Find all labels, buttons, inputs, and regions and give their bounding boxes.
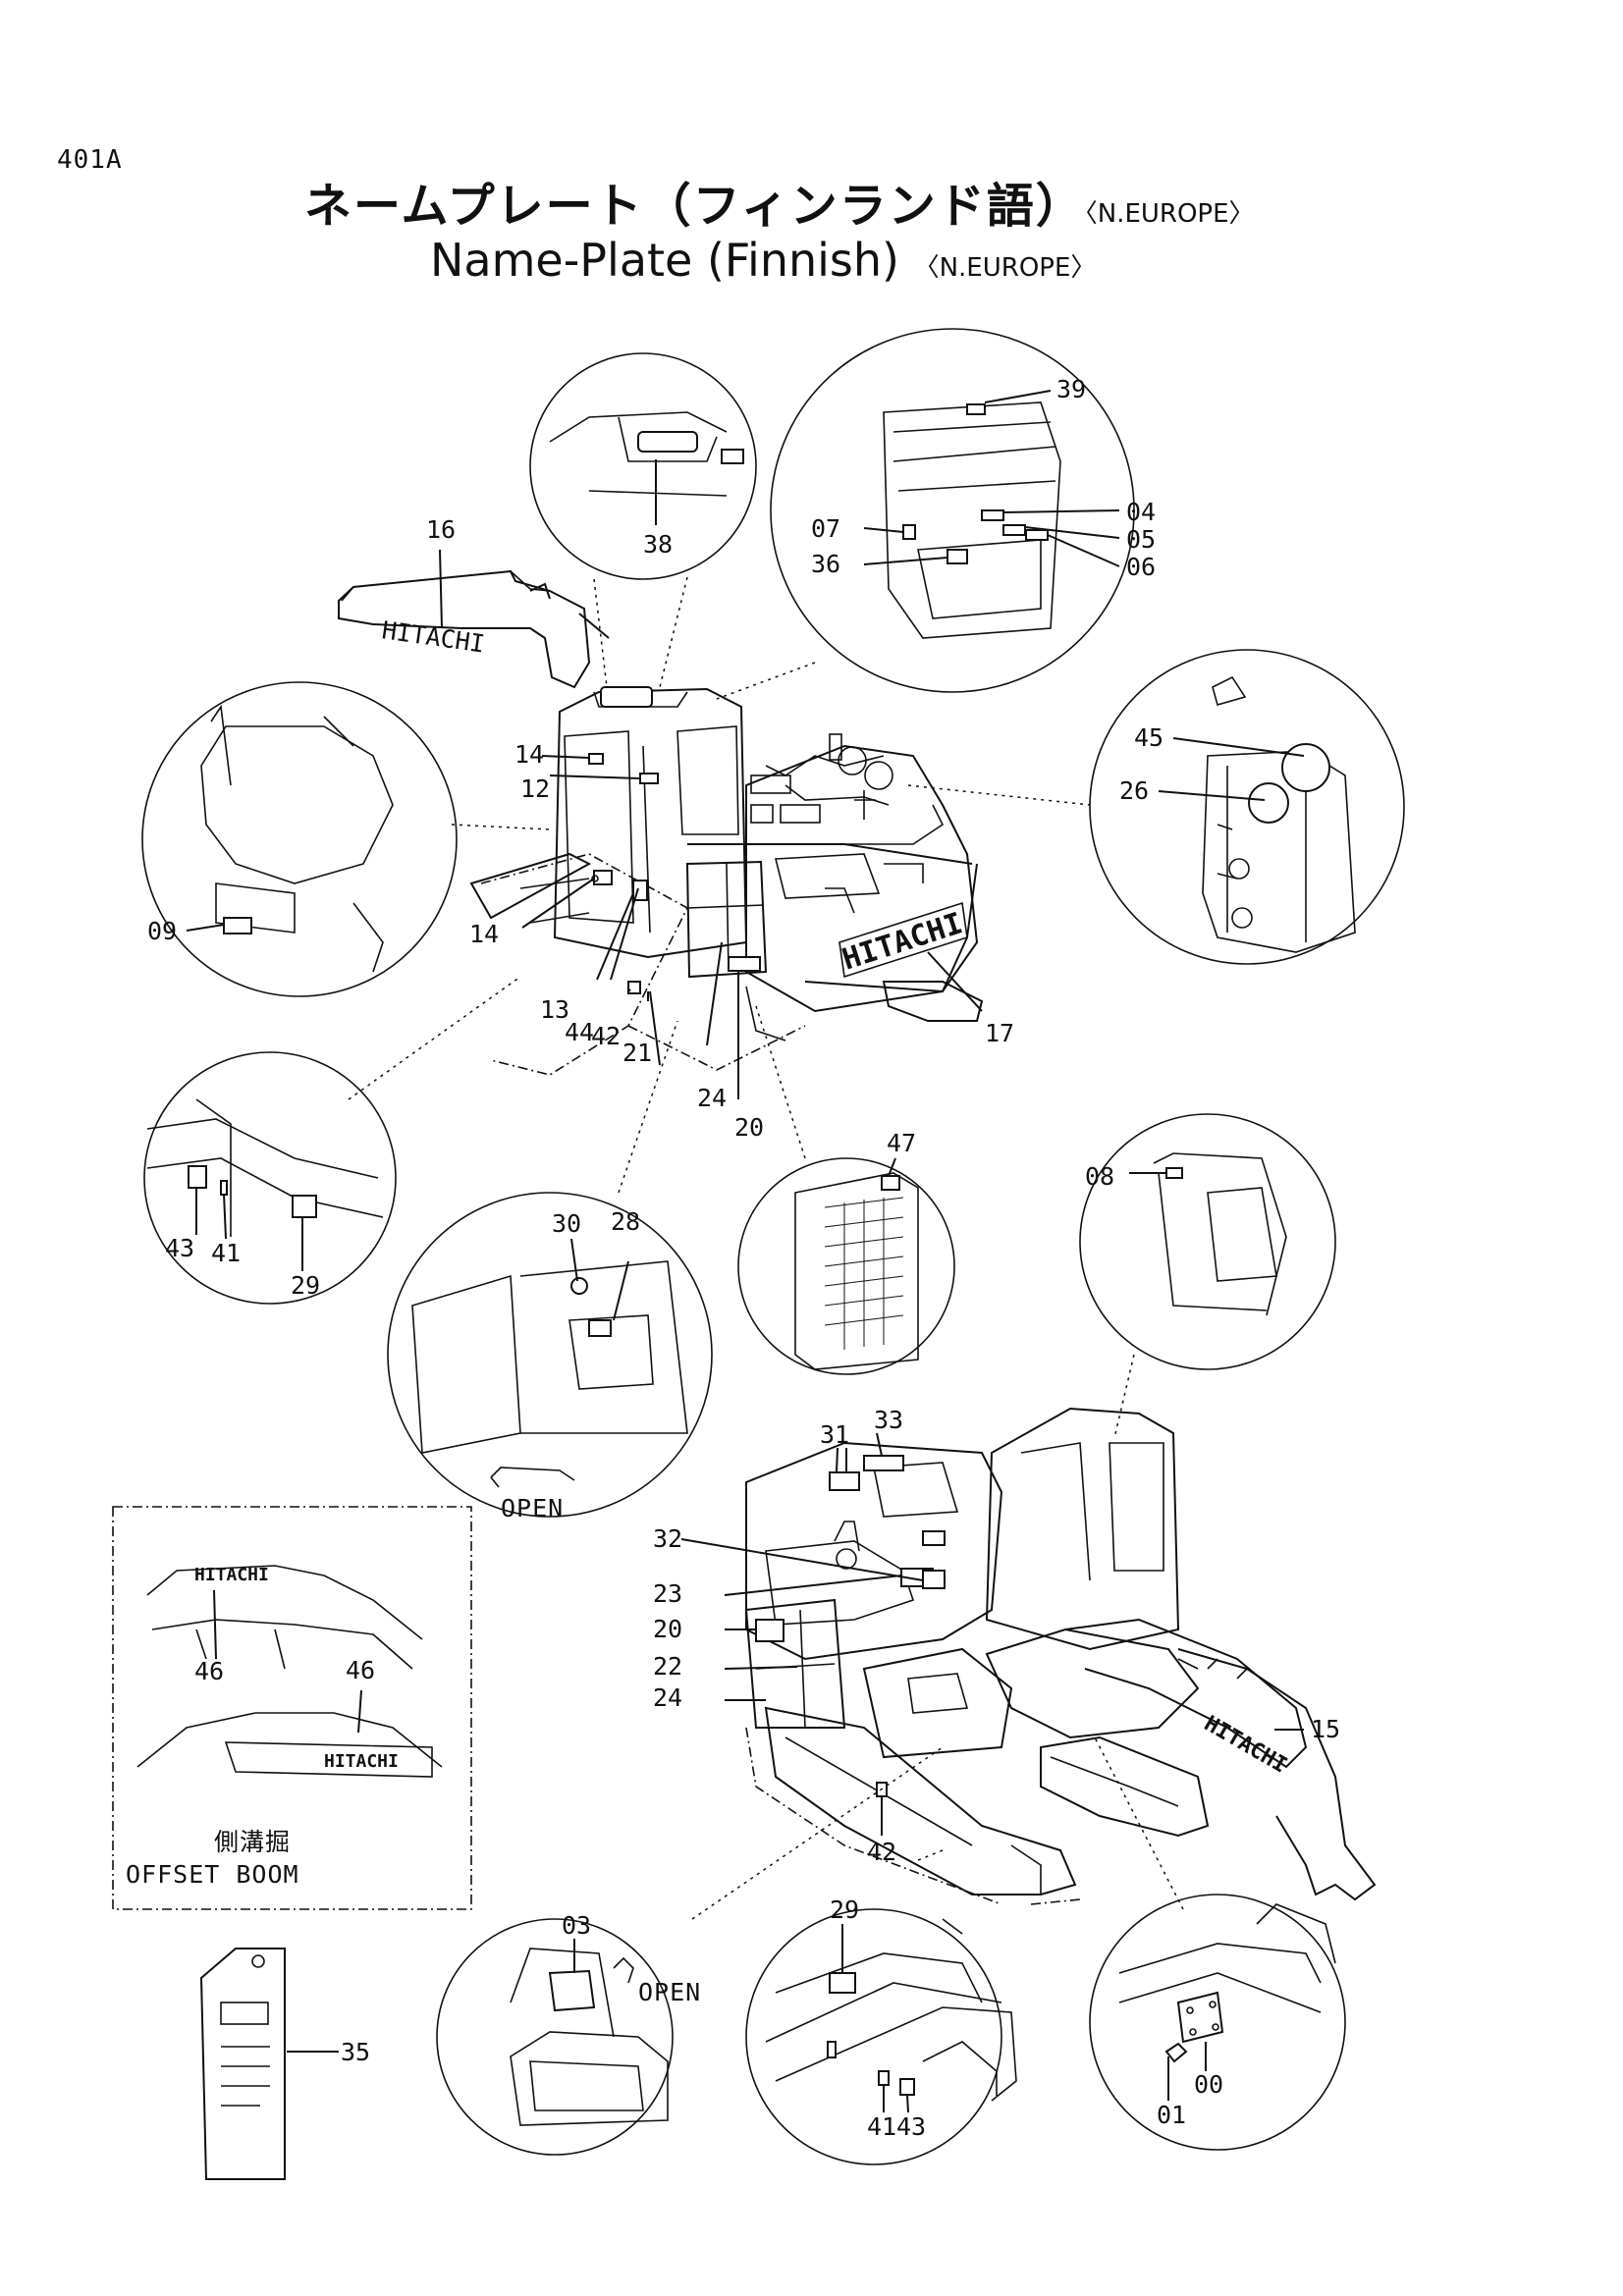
title-english: Name-Plate (Finnish) 〈N.EUROPE〉: [430, 234, 1096, 287]
callout-12: 12: [520, 774, 550, 803]
detail-circle-bracket: [1089, 1894, 1346, 2151]
callout-29-top: 29: [291, 1271, 320, 1300]
detail-circle-rear-window: [1079, 1113, 1336, 1439]
callout-09: 09: [147, 917, 177, 945]
callout-24-top: 24: [697, 1084, 727, 1112]
leader-lines-rear: [680, 1432, 1304, 1920]
callout-42-top: 42: [591, 1022, 621, 1050]
callout-39: 39: [1056, 375, 1086, 403]
callout-03: 03: [562, 1911, 591, 1940]
callout-05: 05: [1126, 525, 1156, 554]
callout-07: 07: [811, 514, 840, 543]
callout-33: 33: [874, 1406, 903, 1434]
excavator-front-view: HITACHI HITACHI: [338, 569, 984, 1076]
title-english-text: Name-Plate (Finnish): [430, 234, 899, 287]
callout-44: 44: [565, 1018, 594, 1046]
offset-boom-english: OFFSET BOOM: [126, 1860, 299, 1889]
detail-circle-radiator: [737, 1005, 955, 1375]
detail-circle-door: [716, 328, 1135, 700]
callout-42-bottom: 42: [867, 1838, 896, 1866]
offset-boom-japanese: 側溝掘: [214, 1828, 291, 1856]
hitachi-marking-offset-top: HITACHI: [194, 1565, 269, 1585]
callout-30: 30: [552, 1209, 581, 1238]
hitachi-marking-boom: HITACHI: [380, 615, 486, 658]
callout-01: 01: [1157, 2101, 1186, 2129]
page-code: 401A: [57, 145, 123, 175]
open-label-battery: OPEN: [501, 1494, 564, 1522]
callout-numbers: 16 38 39 07 04 05 36 06 14 12 45 26 09 1…: [147, 375, 1340, 2141]
region-tag-japanese: 〈N.EUROPE〉: [1084, 199, 1255, 229]
hitachi-marking-offset-bottom: HITACHI: [324, 1751, 399, 1772]
callout-35: 35: [341, 2038, 370, 2066]
callout-15: 15: [1311, 1715, 1340, 1743]
callout-36: 36: [811, 550, 840, 578]
detail-circle-fuel-tank: [907, 649, 1405, 965]
callout-08: 08: [1085, 1162, 1114, 1191]
callout-20-top: 20: [734, 1113, 764, 1142]
detail-circle-track: [745, 1908, 1017, 2165]
hitachi-marking-counterweight: HITACHI: [839, 906, 967, 977]
callout-46-right: 46: [346, 1656, 375, 1684]
hitachi-marking-boom-rear: HITACHI: [1200, 1712, 1291, 1779]
callout-17: 17: [985, 1019, 1014, 1047]
region-tag-english: 〈N.EUROPE〉: [913, 253, 1097, 283]
callout-46-left: 46: [194, 1657, 224, 1685]
callout-04: 04: [1126, 498, 1156, 526]
callout-13: 13: [540, 995, 569, 1024]
title-japanese-text: ネームプレート（フィンランド語）: [304, 179, 1085, 234]
detail-circle-battery: OPEN: [387, 1020, 713, 1522]
callout-23: 23: [653, 1579, 682, 1608]
callout-24-bottom: 24: [653, 1683, 682, 1712]
callout-43-top: 43: [165, 1234, 194, 1262]
warning-tag: [199, 1948, 339, 2180]
callout-43-bottom: 43: [896, 2112, 926, 2141]
callout-06: 06: [1126, 553, 1156, 581]
callout-26: 26: [1119, 776, 1149, 805]
detail-circle-cab-roof: [529, 352, 757, 688]
callout-14-bottom: 14: [469, 920, 499, 948]
callout-47: 47: [887, 1129, 916, 1157]
callout-41-top: 41: [211, 1239, 241, 1267]
callout-00: 00: [1194, 2070, 1223, 2099]
detail-circle-base: [143, 976, 521, 1305]
callout-29-bottom: 29: [830, 1896, 859, 1924]
callout-45: 45: [1134, 723, 1163, 752]
callout-28: 28: [611, 1207, 640, 1236]
callout-31: 31: [820, 1420, 849, 1449]
callout-22: 22: [653, 1652, 682, 1681]
callout-21: 21: [622, 1039, 652, 1067]
title-japanese: ネームプレート（フィンランド語）〈N.EUROPE〉: [304, 167, 1255, 236]
offset-boom-inset: HITACHI HITACHI 側溝掘 OFFSET BOOM: [112, 1506, 472, 1910]
detail-circle-hood: OPEN: [436, 1918, 701, 2156]
callout-38: 38: [643, 530, 673, 559]
callout-16: 16: [426, 515, 456, 544]
leader-lines-front: [439, 549, 983, 1099]
callout-32: 32: [653, 1524, 682, 1553]
excavator-rear-view: HITACHI: [744, 1407, 1377, 1905]
open-label-hood: OPEN: [638, 1978, 701, 2006]
callout-20-bottom: 20: [653, 1615, 682, 1643]
detail-circle-seat: [141, 681, 551, 997]
callout-41-bottom: 41: [867, 2112, 896, 2141]
callout-14-top: 14: [514, 740, 544, 769]
